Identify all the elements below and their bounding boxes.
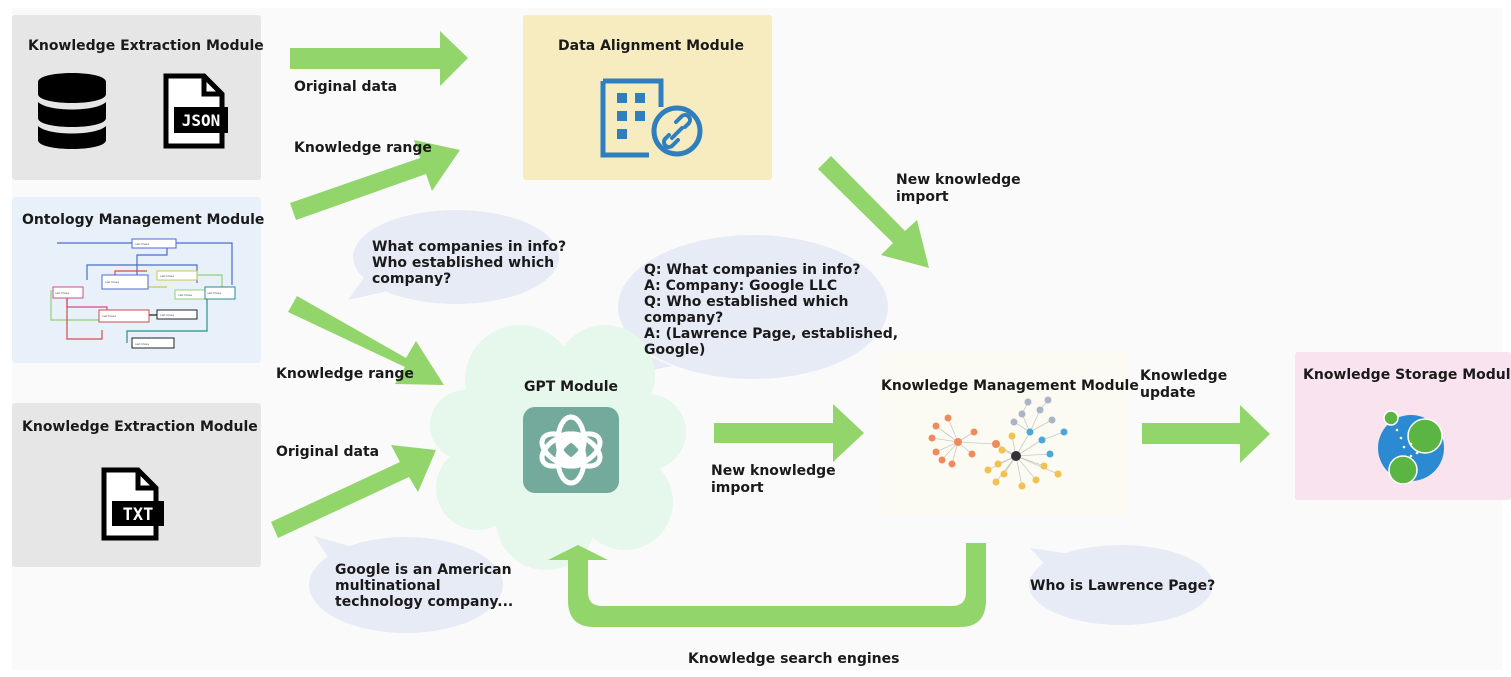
question-bubble — [348, 210, 559, 304]
module-title: Knowledge Extraction Module — [22, 419, 258, 435]
arrow-knowledge-range-top — [290, 140, 460, 220]
module-title: Data Alignment Module — [558, 38, 744, 54]
google-bubble-text: Google is an American multinational tech… — [335, 562, 514, 610]
txt-file-icon: TXT — [101, 467, 164, 541]
module-title: Knowledge Management Module — [881, 378, 1139, 394]
ontology-diagram-icon: owl:Class owl:Class owl:Class owl:Class owl… — [50, 238, 236, 349]
svg-text:owl:Class: owl:Class — [207, 291, 221, 295]
label-knowledge-update: Knowledge update — [1140, 368, 1228, 401]
label-knowledge-range-mid: Knowledge range — [276, 366, 414, 382]
label-original-data-bottom: Original data — [276, 444, 380, 460]
neo4j-logo-icon — [1378, 410, 1444, 484]
json-file-icon: JSON — [163, 73, 228, 149]
arrow-search-engines — [548, 543, 986, 627]
ontology-management-module: Ontology Management Module — [12, 197, 265, 363]
openai-knot — [539, 414, 603, 486]
svg-text:owl:Class: owl:Class — [102, 314, 116, 318]
database-icon — [38, 73, 106, 149]
svg-text:owl:Class: owl:Class — [160, 274, 174, 278]
building-link-icon — [600, 78, 703, 158]
arrow-new-import-top — [818, 156, 929, 268]
label-original-data-top: Original data — [294, 79, 398, 95]
question-bubble-text: What companies in info? Who established … — [372, 239, 567, 287]
knowledge-storage-module: Knowledge Storage Module — [1295, 352, 1511, 500]
label-new-import-mid: New knowledge import — [711, 463, 836, 496]
knowledge-extraction-module-bottom: Knowledge Extraction Module TXT — [12, 403, 261, 567]
gpt-cloud — [430, 325, 686, 570]
arrow-new-import-mid — [714, 404, 864, 462]
svg-text:owl:Class: owl:Class — [55, 291, 69, 295]
module-title: Knowledge Storage Module — [1303, 367, 1511, 383]
svg-text:owl:Class: owl:Class — [135, 242, 149, 246]
svg-text:owl:Class: owl:Class — [105, 280, 119, 284]
arrows — [271, 31, 1270, 627]
qa-bubble-text: Q: What companies in info? A: Company: G… — [644, 262, 899, 358]
label-new-import-top: New knowledge import — [896, 172, 1021, 205]
arrow-original-data-bottom — [271, 445, 436, 538]
label-knowledge-range-top: Knowledge range — [294, 140, 432, 156]
json-file-label: JSON — [182, 111, 221, 130]
label-search-engines: Knowledge search engines — [688, 651, 900, 667]
module-title: Knowledge Extraction Module — [28, 38, 264, 54]
svg-text:owl:Class: owl:Class — [135, 342, 149, 346]
knowledge-graph-icon — [928, 396, 1068, 490]
data-alignment-module: Data Alignment Module — [523, 15, 772, 180]
google-bubble — [309, 536, 503, 633]
openai-logo-icon — [523, 407, 619, 493]
svg-text:owl:Class: owl:Class — [160, 313, 174, 317]
knowledge-management-module: Knowledge Management Module — [880, 352, 1139, 516]
knowledge-extraction-module-top: Knowledge Extraction Module JSON — [12, 15, 264, 180]
lawrence-bubble-text: Who is Lawrence Page? — [1030, 578, 1216, 594]
txt-file-label: TXT — [123, 505, 154, 525]
gpt-module-title: GPT Module — [524, 379, 619, 395]
arrow-knowledge-update — [1142, 405, 1270, 463]
lawrence-bubble — [1029, 545, 1213, 625]
svg-text:owl:Class: owl:Class — [178, 293, 192, 297]
arrow-original-data-top — [290, 31, 468, 86]
arrow-knowledge-range-mid — [288, 296, 444, 385]
module-title: Ontology Management Module — [22, 212, 265, 228]
